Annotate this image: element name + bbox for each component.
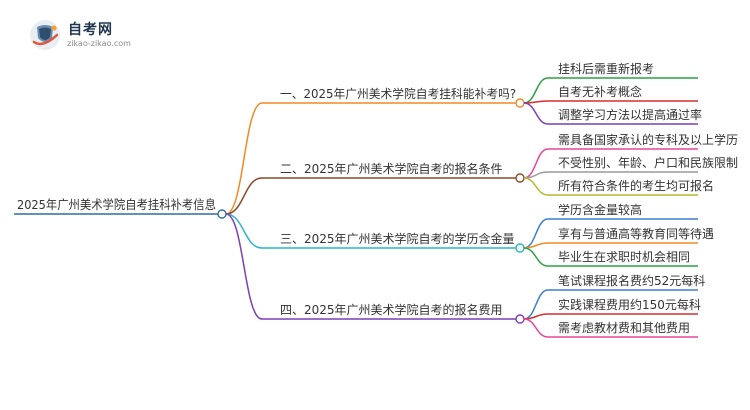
connector-branch-4-to-subtopic-2: [523, 313, 549, 320]
connector-root-to-branch-4: [225, 213, 263, 320]
subtopic-4-1[interactable]: 笔试课程报名费约52元每科: [558, 274, 706, 288]
subtopic-3-1[interactable]: 学历含金量较高: [558, 203, 643, 217]
connector-branch-4-to-subtopic-3: [523, 318, 549, 338]
connector-root-to-branch-2: [225, 177, 263, 215]
connector-branch-2-to-subtopic-3: [523, 177, 549, 196]
connector-branch-3-to-subtopic-2: [523, 242, 549, 249]
subtopic-1-2[interactable]: 自考无补考概念: [558, 85, 643, 99]
subtopic-2-3[interactable]: 所有符合条件的考生均可报名: [558, 179, 715, 193]
subtopic-2-2[interactable]: 不受性别、年龄、户口和民族限制: [558, 156, 739, 170]
subtopic-1-3[interactable]: 调整学习方法以提高通过率: [558, 108, 703, 122]
subtopic-3-3[interactable]: 毕业生在求职时机会相同: [558, 250, 691, 264]
subtopic-2-1[interactable]: 需具备国家承认的专科及以上学历: [558, 133, 739, 147]
branch-2-node-dot: [515, 173, 525, 183]
branch-topic-1[interactable]: 一、2025年广州美术学院自考挂科能补考吗?: [280, 87, 517, 101]
connector-root-to-branch-1: [225, 102, 263, 215]
logo-subtitle: zikao-zikao.com: [67, 39, 131, 48]
root-topic[interactable]: 2025年广州美术学院自考挂科补考信息: [17, 197, 216, 212]
logo-shield-icon: [30, 20, 60, 50]
branch-3-node-dot: [515, 243, 525, 253]
connector-branch-2-to-subtopic-2: [523, 171, 549, 179]
branch-topic-2[interactable]: 二、2025年广州美术学院自考的报名条件: [280, 162, 503, 176]
site-logo[interactable]: 自考网 zikao-zikao.com: [28, 18, 138, 52]
connector-branch-3-to-subtopic-3: [523, 247, 549, 267]
connector-branch-2-to-subtopic-1: [523, 148, 549, 179]
subtopic-3-2[interactable]: 享有与普通高等教育同等待遇: [558, 227, 715, 241]
connector-root-to-branch-3: [225, 213, 263, 249]
root-node-dot: [217, 209, 227, 219]
subtopic-4-3[interactable]: 需考虑教材费和其他费用: [558, 321, 691, 335]
logo-title: 自考网: [68, 22, 113, 38]
connector-branch-1-to-subtopic-3: [523, 102, 549, 125]
subtopic-1-1[interactable]: 挂科后需重新报考: [558, 62, 655, 76]
branch-topic-4[interactable]: 四、2025年广州美术学院自考的报名费用: [280, 303, 503, 317]
branch-topic-3[interactable]: 三、2025年广州美术学院自考的学历含金量: [280, 232, 515, 246]
connector-branch-1-to-subtopic-1: [523, 77, 549, 104]
subtopic-4-2[interactable]: 实践课程费用约150元每科: [558, 298, 701, 312]
branch-4-node-dot: [515, 314, 525, 324]
branch-1-node-dot: [515, 98, 525, 108]
